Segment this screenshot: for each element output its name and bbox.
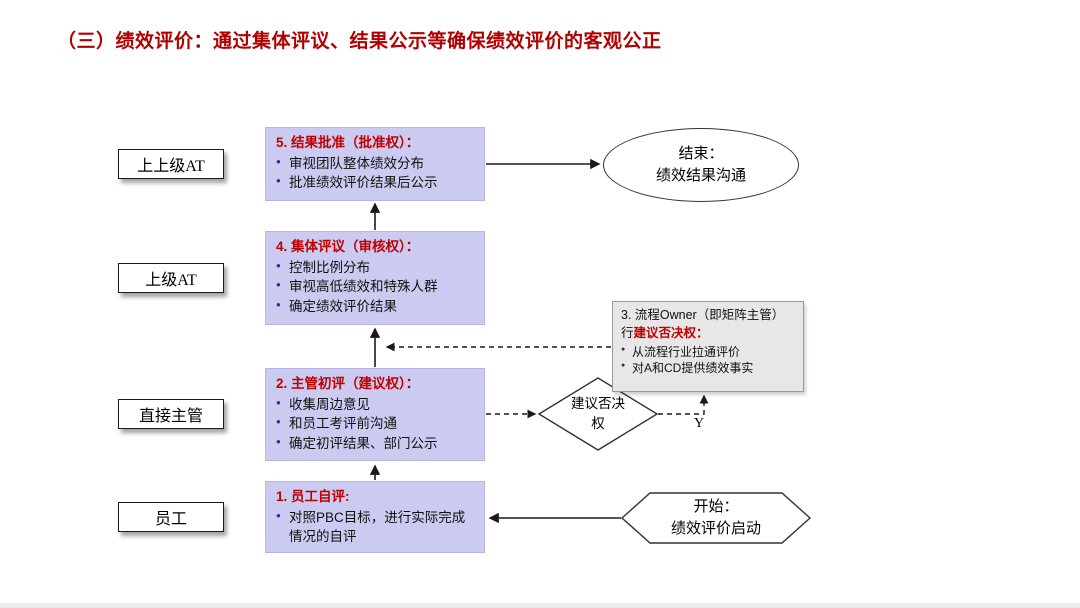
role-label: 员工 <box>154 511 187 528</box>
step-bullet-list: 收集周边意见 和员工考评前沟通 确定初评结果、部门公示 <box>276 395 476 454</box>
decision-label-line2: 权 <box>591 415 605 431</box>
role-label: 上上级AT <box>137 158 205 175</box>
step-bullet: 审视高低绩效和特殊人群 <box>276 277 476 297</box>
owner-veto-title: 3. 流程Owner（即矩阵主管）行建议否决权： <box>621 307 795 343</box>
step-bullet-list: 审视团队整体绩效分布 批准绩效评价结果后公示 <box>276 154 476 193</box>
role-box-upper-upper-at: 上上级AT <box>118 149 224 179</box>
start-node-line1: 开始： <box>693 499 739 515</box>
step-bullet: 和员工考评前沟通 <box>276 414 476 434</box>
step-bullet: 确定初评结果、部门公示 <box>276 434 476 454</box>
step-box-manager-initial-review: 2. 主管初评（建议权）： 收集周边意见 和员工考评前沟通 确定初评结果、部门公… <box>265 368 485 461</box>
dashed-arrow-decision-to-owner <box>658 394 709 415</box>
start-hexagon <box>620 492 812 544</box>
step-title: 1. 员工自评: <box>276 489 350 504</box>
step-bullet-list: 对照PBC目标，进行实际完成情况的自评 <box>276 508 476 547</box>
step-box-employee-self-review: 1. 员工自评: 对照PBC目标，进行实际完成情况的自评 <box>265 481 485 553</box>
end-node-line2: 绩效结果沟通 <box>655 168 746 184</box>
decision-diamond <box>537 377 659 451</box>
start-node-line2: 绩效评价启动 <box>670 520 761 537</box>
end-node: 结束： 绩效结果沟通 <box>603 128 799 202</box>
end-node-line1: 结束： <box>678 145 724 162</box>
step-title: 2. 主管初评（建议权）： <box>276 376 420 391</box>
step-bullet: 控制比例分布 <box>276 258 476 278</box>
role-label: 直接主管 <box>138 408 203 425</box>
step-bullet: 批准绩效评价结果后公示 <box>276 173 476 193</box>
decision-label-line1: 建议否决 <box>571 396 625 411</box>
step-box-result-approval: 5. 结果批准（批准权）： 审视团队整体绩效分布 批准绩效评价结果后公示 <box>265 127 485 201</box>
owner-veto-highlight: 建议否决权： <box>633 325 709 340</box>
decision-yes-label: Y <box>694 416 705 431</box>
step-title: 4. 集体评议（审核权）： <box>276 239 420 254</box>
decision-label: 建议否决 权 <box>539 394 657 433</box>
owner-veto-bullet: 从流程行业拉通评价 <box>621 344 795 361</box>
step-box-collective-review: 4. 集体评议（审核权）： 控制比例分布 审视高低绩效和特殊人群 确定绩效评价结… <box>265 231 485 325</box>
step-bullet-list: 控制比例分布 审视高低绩效和特殊人群 确定绩效评价结果 <box>276 258 476 317</box>
start-node-label: 开始： 绩效评价启动 <box>622 497 810 541</box>
role-label: 上级AT <box>145 272 197 289</box>
owner-veto-note: 3. 流程Owner（即矩阵主管）行建议否决权： 从流程行业拉通评价 对A和CD… <box>612 301 804 392</box>
role-box-upper-at: 上级AT <box>118 263 224 293</box>
role-box-employee: 员工 <box>118 502 224 532</box>
step-bullet: 确定绩效评价结果 <box>276 297 476 317</box>
owner-veto-prefix: 3. 流程Owner（即矩阵主管）行 <box>621 308 785 340</box>
step-bullet: 对照PBC目标，进行实际完成情况的自评 <box>276 508 476 547</box>
owner-veto-bullet-list: 从流程行业拉通评价 对A和CD提供绩效事实 <box>621 344 795 378</box>
page-title: （三）绩效评价：通过集体评议、结果公示等确保绩效评价的客观公正 <box>57 31 662 52</box>
owner-veto-bullet: 对A和CD提供绩效事实 <box>621 360 795 377</box>
step-bullet: 收集周边意见 <box>276 395 476 415</box>
step-bullet: 审视团队整体绩效分布 <box>276 154 476 174</box>
role-box-direct-manager: 直接主管 <box>118 399 224 429</box>
step-title: 5. 结果批准（批准权）： <box>276 135 420 150</box>
